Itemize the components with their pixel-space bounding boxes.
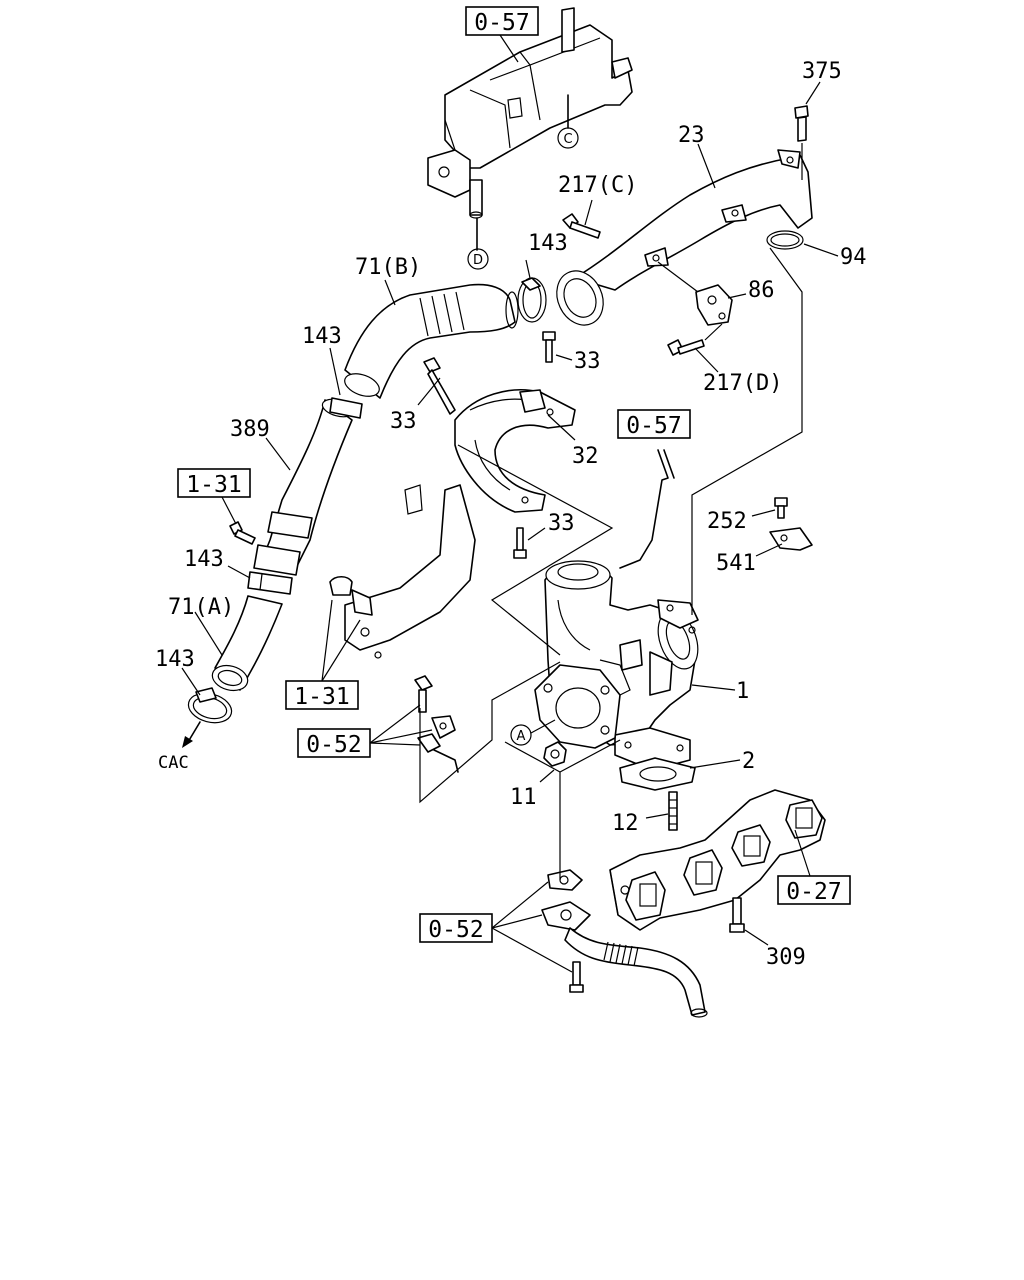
bolt-33-a bbox=[542, 331, 556, 363]
bolt-217c bbox=[562, 213, 601, 239]
cac-label: CAC bbox=[158, 753, 189, 773]
connector-d: D bbox=[467, 248, 489, 270]
callout-375: 375 bbox=[802, 59, 842, 84]
callout-143-lower: 143 bbox=[184, 547, 224, 572]
cac-arrow bbox=[182, 721, 201, 748]
svg-text:0-57: 0-57 bbox=[474, 10, 529, 36]
callout-12: 12 bbox=[612, 811, 639, 836]
bolt-33-b bbox=[423, 357, 456, 415]
callout-71b: 71(B) bbox=[355, 255, 421, 280]
callout-23: 23 bbox=[678, 123, 705, 148]
ref-box-0-52-lower[interactable]: 0-52 bbox=[419, 913, 493, 943]
callout-32: 32 bbox=[572, 444, 599, 469]
callout-541: 541 bbox=[716, 551, 756, 576]
callout-2: 2 bbox=[742, 749, 755, 774]
bolt-217d bbox=[667, 339, 705, 356]
bracket-lower bbox=[329, 484, 476, 659]
bracket-86 bbox=[695, 284, 733, 326]
callout-86: 86 bbox=[748, 278, 775, 303]
bolt-309 bbox=[729, 897, 745, 933]
callout-1: 1 bbox=[736, 679, 749, 704]
ref-box-0-52-upper[interactable]: 0-52 bbox=[297, 728, 371, 758]
svg-text:0-52: 0-52 bbox=[428, 917, 483, 943]
svg-text:C: C bbox=[563, 132, 572, 147]
ref-box-0-27[interactable]: 0-27 bbox=[777, 875, 851, 905]
ref-box-1-31-lower[interactable]: 1-31 bbox=[285, 680, 359, 710]
ref-box-1-31-upper[interactable]: 1-31 bbox=[177, 468, 251, 498]
nut-11 bbox=[543, 741, 567, 767]
callout-11: 11 bbox=[510, 785, 537, 810]
pipe-23-drawing bbox=[556, 149, 813, 326]
svg-text:D: D bbox=[473, 253, 483, 268]
guide-lines bbox=[419, 247, 803, 880]
clamp-143-lower bbox=[247, 571, 293, 595]
egr-cooler-drawing bbox=[427, 7, 633, 219]
bolt-bracket-upper bbox=[229, 521, 256, 545]
callout-252: 252 bbox=[707, 509, 747, 534]
callout-217d: 217(D) bbox=[703, 371, 782, 396]
exhaust-manifold bbox=[609, 789, 826, 931]
callout-143-bottom: 143 bbox=[155, 647, 195, 672]
o-ring-94 bbox=[766, 230, 804, 250]
bolt-375 bbox=[794, 105, 809, 142]
pipe-389 bbox=[253, 398, 355, 576]
svg-text:0-27: 0-27 bbox=[786, 879, 841, 905]
callout-94: 94 bbox=[840, 245, 867, 270]
svg-text:A: A bbox=[517, 729, 526, 744]
gasket-2 bbox=[619, 757, 696, 791]
svg-text:0-52: 0-52 bbox=[306, 732, 361, 758]
stud-12 bbox=[668, 791, 678, 831]
callout-143-mid: 143 bbox=[302, 324, 342, 349]
callout-71a: 71(A) bbox=[168, 595, 234, 620]
svg-text:1-31: 1-31 bbox=[294, 684, 349, 710]
callout-33-a: 33 bbox=[574, 349, 601, 374]
bolt-33-c bbox=[513, 527, 527, 559]
ref-box-0-57-mid[interactable]: 0-57 bbox=[617, 409, 691, 439]
callout-217c: 217(C) bbox=[558, 173, 637, 198]
clamp-143-bottom bbox=[187, 687, 233, 724]
egr-pipe-mid bbox=[619, 449, 675, 569]
callout-33-c: 33 bbox=[548, 511, 575, 536]
oil-fitting-upper bbox=[414, 675, 459, 773]
callout-33-b: 33 bbox=[390, 409, 417, 434]
heat-shield-32 bbox=[454, 389, 576, 513]
ref-box-0-57-top[interactable]: 0-57 bbox=[465, 6, 539, 36]
callout-389: 389 bbox=[230, 417, 270, 442]
svg-text:0-57: 0-57 bbox=[626, 413, 681, 439]
connector-c: C bbox=[557, 127, 579, 149]
bolt-252 bbox=[774, 497, 788, 519]
connector-a: A bbox=[510, 724, 532, 746]
clamp-143-top bbox=[517, 277, 547, 323]
flange-gasket bbox=[534, 664, 621, 749]
callout-143-top: 143 bbox=[528, 231, 568, 256]
oil-return-pipe bbox=[541, 869, 708, 1018]
clamp-143-mid bbox=[329, 397, 363, 419]
hose-71b bbox=[344, 283, 519, 399]
hose-71a bbox=[211, 595, 283, 692]
svg-text:1-31: 1-31 bbox=[186, 472, 241, 498]
callout-309: 309 bbox=[766, 945, 806, 970]
